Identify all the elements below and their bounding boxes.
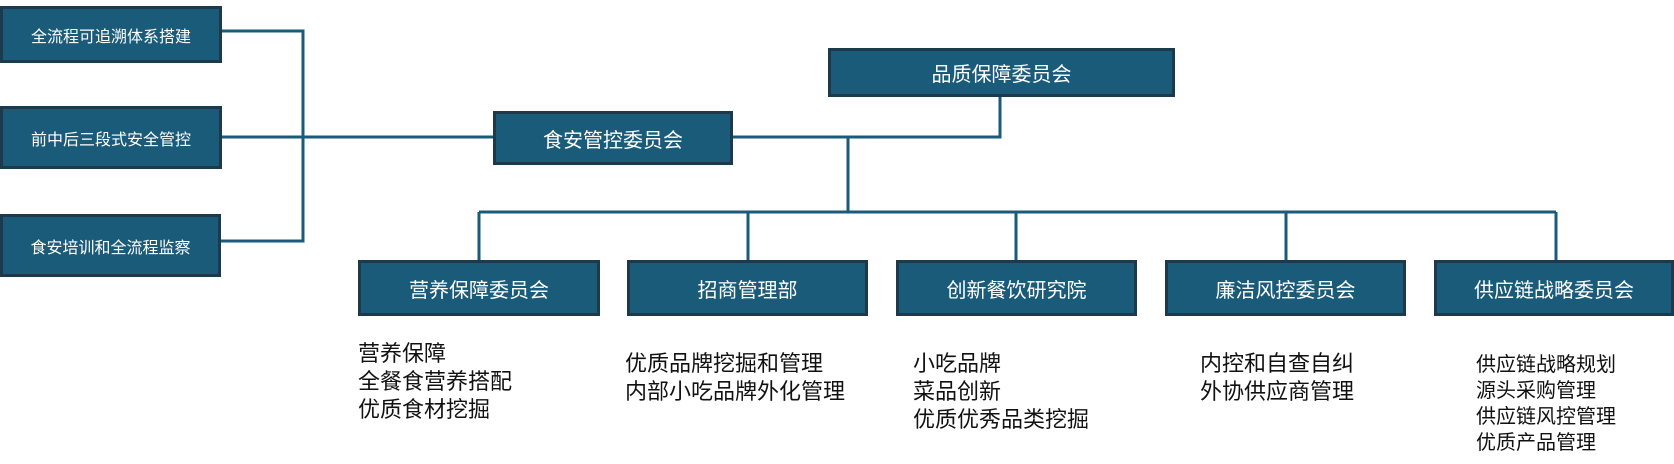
department-supply-chain: 供应链战略委员会 <box>1434 260 1674 316</box>
department-supply-chain-items: 供应链战略规划 源头采购管理 供应链风控管理 优质产品管理 <box>1476 351 1616 455</box>
department-merchant-management-items: 优质品牌挖掘和管理 内部小吃品牌外化管理 <box>625 351 845 407</box>
left-item-three-stage-control: 前中后三段式安全管控 <box>0 106 222 169</box>
list-item: 优质产品管理 <box>1476 430 1596 454</box>
department-merchant-management: 招商管理部 <box>627 260 868 316</box>
list-item: 内控和自查自纠 <box>1200 352 1355 377</box>
list-item: 小吃品牌 <box>913 352 1002 377</box>
list-item: 菜品创新 <box>913 380 1002 405</box>
list-item: 营养保障 <box>358 342 447 367</box>
department-nutrition: 营养保障委员会 <box>358 260 600 316</box>
list-item: 外协供应商管理 <box>1200 380 1355 405</box>
list-item: 全餐食营养搭配 <box>358 370 513 395</box>
left-item-training-supervision: 食安培训和全流程监察 <box>0 214 221 277</box>
department-nutrition-items: 营养保障 全餐食营养搭配 优质食材挖掘 <box>358 341 512 425</box>
food-safety-committee: 食安管控委员会 <box>493 111 733 165</box>
list-item: 优质食材挖掘 <box>358 398 491 423</box>
list-item: 供应链战略规划 <box>1476 352 1616 376</box>
department-innovation-institute: 创新餐饮研究院 <box>896 260 1137 316</box>
list-item: 优质品牌挖掘和管理 <box>625 352 824 377</box>
list-item: 源头采购管理 <box>1476 378 1596 402</box>
department-innovation-institute-items: 小吃品牌 菜品创新 优质优秀品类挖掘 <box>913 351 1089 435</box>
list-item: 供应链风控管理 <box>1476 404 1616 428</box>
department-integrity-risk-items: 内控和自查自纠 外协供应商管理 <box>1200 351 1354 407</box>
department-integrity-risk: 廉洁风控委员会 <box>1165 260 1406 316</box>
quality-assurance-committee: 品质保障委员会 <box>828 48 1175 97</box>
connector-top-to-center <box>732 97 1002 139</box>
left-item-traceability: 全流程可追溯体系搭建 <box>0 6 222 63</box>
list-item: 内部小吃品牌外化管理 <box>625 380 846 405</box>
list-item: 优质优秀品类挖掘 <box>913 408 1090 433</box>
